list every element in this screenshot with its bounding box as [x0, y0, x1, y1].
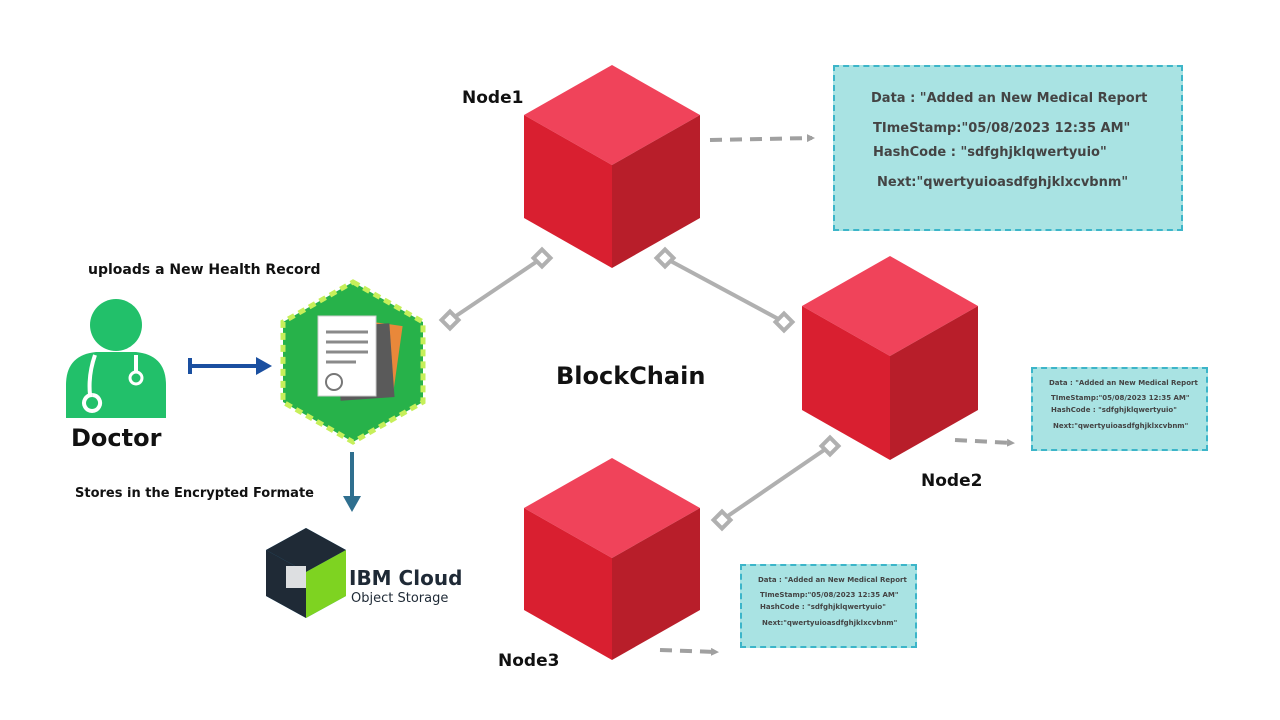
node2-label: Node2: [921, 471, 983, 491]
store-label: Stores in the Encrypted Formate: [75, 486, 314, 501]
record-next: Next:"qwertyuioasdfghjklxcvbnm": [1053, 422, 1189, 430]
node3-cube[interactable]: [524, 458, 700, 660]
record-data: Data : "Added an New Medical Report: [871, 91, 1148, 106]
health-record-hexagon[interactable]: [280, 279, 426, 445]
connector-node1-hex: [448, 256, 544, 322]
data-arrows: [659, 134, 1015, 656]
node2-data-arrow: [954, 438, 1015, 447]
record-next: Next:"qwertyuioasdfghjklxcvbnm": [762, 619, 898, 627]
node1-label: Node1: [462, 88, 524, 108]
record-data: Data : "Added an New Medical Report: [1049, 379, 1198, 387]
connector-node2-node3: [720, 444, 832, 522]
chain-connectors: [438, 246, 842, 532]
node3-data-arrow: [659, 647, 719, 656]
node1-cube[interactable]: [524, 65, 700, 268]
record-hashcode: HashCode : "sdfghjklqwertyuio": [873, 145, 1107, 160]
record-timestamp: TImeStamp:"05/08/2023 12:35 AM": [1051, 394, 1190, 402]
node3-label: Node3: [498, 651, 560, 671]
node1-data-arrow: [709, 134, 815, 143]
node2-cube[interactable]: [802, 256, 978, 460]
record-data: Data : "Added an New Medical Report: [758, 576, 907, 584]
blockchain-title: BlockChain: [556, 362, 706, 390]
doctor-icon: [66, 299, 166, 418]
node1-data-box: Data : "Added an New Medical Report TIme…: [833, 65, 1183, 231]
doctor-label: Doctor: [71, 424, 162, 452]
store-arrow: [343, 452, 361, 512]
record-timestamp: TImeStamp:"05/08/2023 12:35 AM": [760, 591, 899, 599]
node2-data-box: Data : "Added an New Medical Report TIme…: [1031, 367, 1208, 451]
document-icon: [317, 315, 403, 401]
upload-label: uploads a New Health Record: [88, 262, 321, 278]
record-timestamp: TImeStamp:"05/08/2023 12:35 AM": [873, 121, 1131, 136]
record-hashcode: HashCode : "sdfghjklqwertyuio": [760, 603, 886, 611]
connector-node1-node2: [664, 256, 785, 324]
upload-arrow: [188, 357, 272, 375]
ibm-cloud-logo: [266, 528, 346, 618]
record-hashcode: HashCode : "sdfghjklqwertyuio": [1051, 406, 1177, 414]
node3-data-box: Data : "Added an New Medical Report TIme…: [740, 564, 917, 648]
ibm-brand: IBM Cloud: [349, 566, 463, 590]
ibm-product: Object Storage: [351, 591, 449, 606]
record-next: Next:"qwertyuioasdfghjklxcvbnm": [877, 175, 1129, 190]
